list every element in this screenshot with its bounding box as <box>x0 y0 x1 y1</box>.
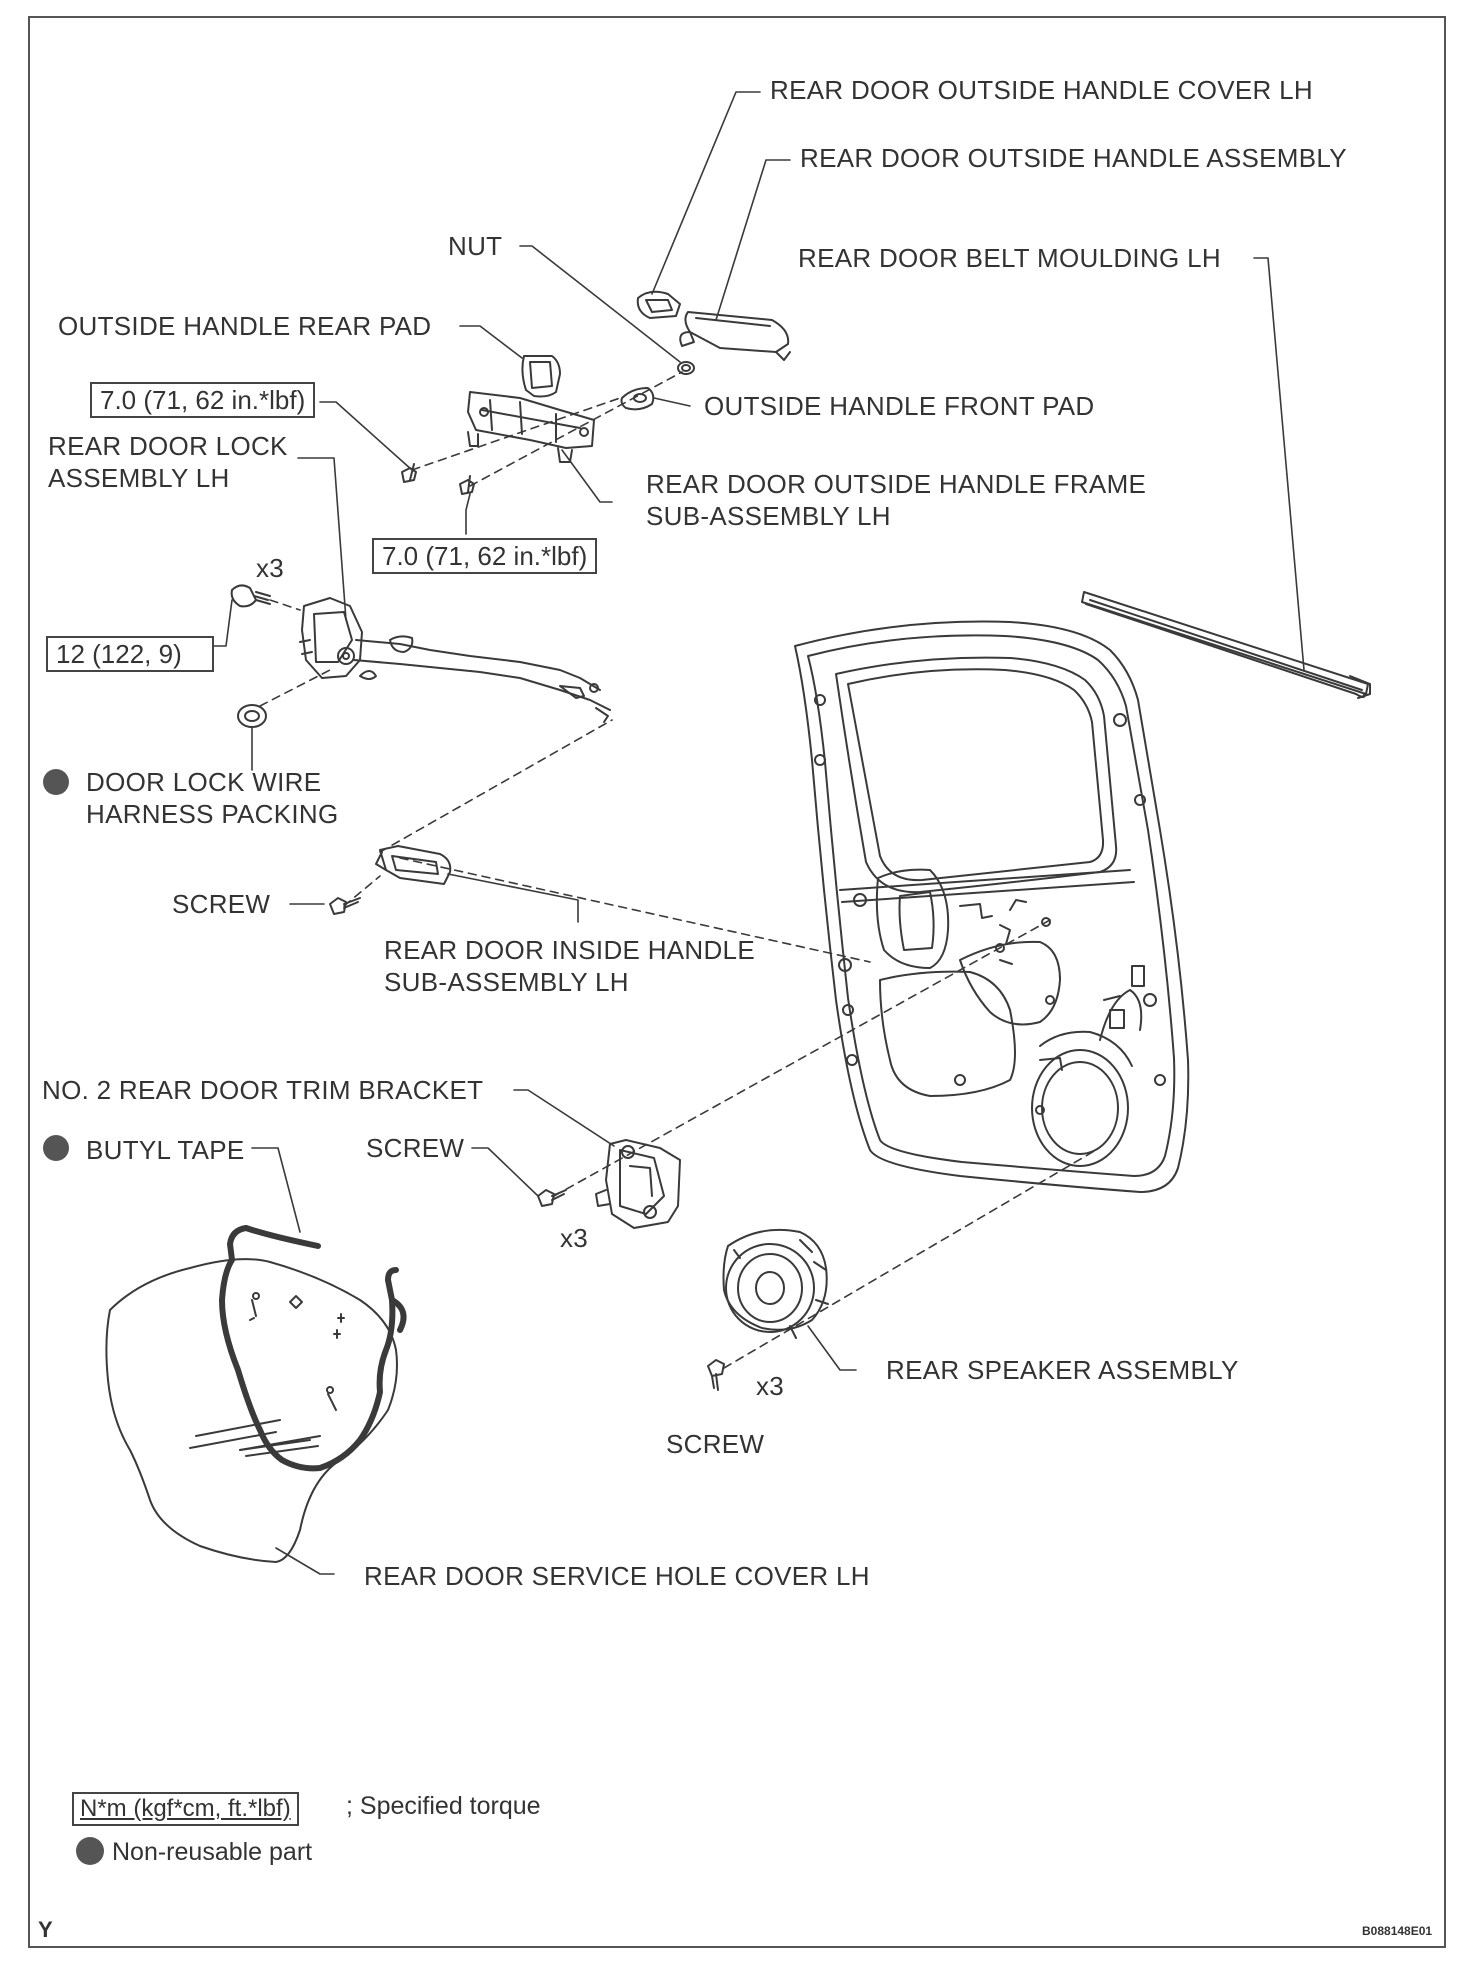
installation-dashed-lines <box>259 371 1097 1369</box>
label-belt-moulding: REAR DOOR BELT MOULDING LH <box>798 243 1221 273</box>
label-qty-speaker-screws: x3 <box>756 1371 785 1401</box>
door-lock-illustration <box>230 584 611 723</box>
legend-torque-text: ; Specified torque <box>346 1792 541 1820</box>
outside-handle-illustration <box>636 290 791 361</box>
belt-moulding-illustration <box>1081 591 1371 699</box>
label-screw-speaker: SCREW <box>666 1429 765 1459</box>
label-handle-frame-line1: REAR DOOR OUTSIDE HANDLE FRAME <box>646 469 1147 499</box>
label-trim-bracket: NO. 2 REAR DOOR TRIM BRACKET <box>42 1075 484 1105</box>
label-lock-assembly-line2: ASSEMBLY LH <box>48 463 230 493</box>
nonreusable-dot-icon <box>76 1837 104 1866</box>
service-hole-cover-illustration <box>105 1225 407 1563</box>
handle-frame-illustration <box>467 391 595 463</box>
diagram-frame <box>28 16 1446 1948</box>
torque-box-frame-lower: 7.0 (71, 62 in.*lbf) <box>372 538 598 574</box>
label-service-hole-cover: REAR DOOR SERVICE HOLE COVER LH <box>364 1561 870 1591</box>
label-inside-handle-line2: SUB-ASSEMBLY LH <box>384 967 629 997</box>
label-handle-frame-line2: SUB-ASSEMBLY LH <box>646 501 891 531</box>
label-inside-handle-line1: REAR DOOR INSIDE HANDLE <box>384 935 755 965</box>
footer-left-mark: Y <box>38 1917 53 1942</box>
inside-handle-illustration <box>329 845 452 915</box>
frame-bolts-illustration <box>401 463 475 495</box>
legend-nonreusable: Non-reusable part <box>76 1837 313 1867</box>
leader-lines <box>211 91 1305 1575</box>
label-screw-inside-handle: SCREW <box>172 889 271 919</box>
label-outside-handle-front-pad: OUTSIDE HANDLE FRONT PAD <box>704 391 1095 421</box>
label-nut: NUT <box>448 231 503 261</box>
speaker-illustration <box>707 1228 829 1391</box>
label-outside-handle-assembly: REAR DOOR OUTSIDE HANDLE ASSEMBLY <box>800 143 1347 173</box>
legend-nonreusable-text: Non-reusable part <box>112 1838 313 1866</box>
label-screw-bracket: SCREW <box>366 1133 465 1163</box>
torque-box-lock: 12 (122, 9) <box>46 636 214 672</box>
label-butyl-tape: BUTYL TAPE <box>86 1135 245 1165</box>
label-wire-harness-packing-line2: HARNESS PACKING <box>86 799 339 829</box>
door-panel-illustration <box>794 620 1190 1193</box>
harness-packing-illustration <box>237 704 267 728</box>
legend-torque-box: N*m (kgf*cm, ft.*lbf) <box>72 1792 299 1826</box>
trim-bracket-illustration <box>537 1139 681 1229</box>
label-speaker: REAR SPEAKER ASSEMBLY <box>886 1355 1239 1385</box>
label-outside-handle-rear-pad: OUTSIDE HANDLE REAR PAD <box>58 311 432 341</box>
nonreusable-marker-packing <box>43 769 69 795</box>
figure-id: B088148E01 <box>1362 1924 1433 1938</box>
label-lock-assembly-line1: REAR DOOR LOCK <box>48 431 288 461</box>
label-wire-harness-packing-line1: DOOR LOCK WIRE <box>86 767 322 797</box>
label-qty-lock-bolts: x3 <box>256 553 285 583</box>
label-outside-handle-cover: REAR DOOR OUTSIDE HANDLE COVER LH <box>770 75 1313 105</box>
torque-box-frame-upper: 7.0 (71, 62 in.*lbf) <box>90 382 316 418</box>
label-qty-bracket-screws: x3 <box>560 1223 589 1253</box>
nonreusable-marker-butyl <box>43 1135 69 1161</box>
